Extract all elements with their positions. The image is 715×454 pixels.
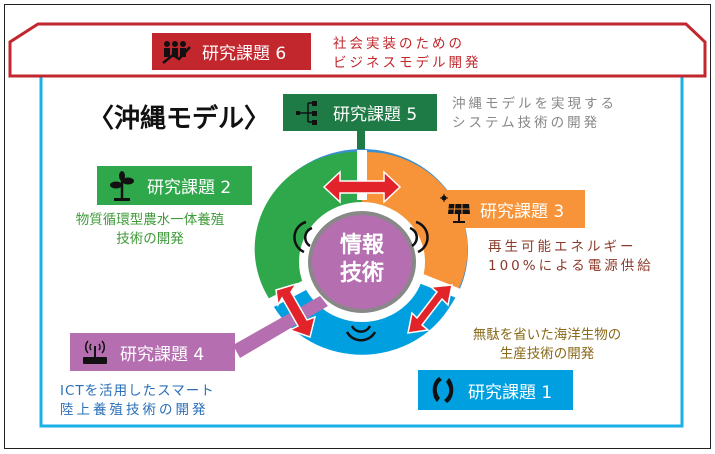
topic4-desc-line1: ICTを活用したスマート: [60, 383, 215, 399]
wifi-router-icon: [78, 338, 112, 366]
topic3-desc-line2: 100%による電源供給: [488, 258, 654, 274]
topic6-box[interactable]: 研究課題 6: [152, 33, 311, 70]
center-line2: 技術: [339, 261, 384, 286]
topic5-description: 沖縄モデルを実現する システム技術の開発: [452, 95, 617, 133]
people-growth-icon: [160, 39, 194, 65]
center-label: 情報 技術: [322, 232, 402, 288]
signal-icons: [293, 220, 429, 342]
topic6-desc-line2: ビジネスモデル開発: [333, 55, 482, 71]
topic4-desc-line2: 陸上養殖技術の開発: [60, 402, 209, 418]
page-title: 〈沖縄モデル〉: [88, 104, 271, 134]
topic2-description: 物質循環型農水一体養殖 技術の開発: [60, 211, 240, 249]
topic2-desc-line1: 物質循環型農水一体養殖: [75, 212, 225, 228]
topic5-label: 研究課題 5: [333, 105, 418, 125]
topic3-description: 再生可能エネルギー 100%による電源供給: [488, 238, 654, 276]
plant-icon: [105, 170, 139, 201]
topic4-box[interactable]: 研究課題 4: [70, 333, 235, 371]
topic2-label: 研究課題 2: [147, 178, 232, 198]
center-line1: 情報: [339, 233, 384, 258]
arrow-green-orange: [322, 170, 402, 204]
arrow-orange-blue: [407, 284, 453, 334]
topic1-box[interactable]: 研究課題 1: [418, 370, 573, 410]
topic6-label: 研究課題 6: [202, 44, 287, 64]
topic1-desc-line2: 生産技術の開発: [499, 346, 595, 362]
topic6-desc-line1: 社会実装のための: [333, 36, 465, 52]
topic3-desc-line1: 再生可能エネルギー: [488, 239, 637, 255]
topic2-box[interactable]: 研究課題 2: [97, 166, 252, 205]
topic4-description: ICTを活用したスマート 陸上養殖技術の開発: [60, 382, 215, 420]
topic3-label: 研究課題 3: [480, 201, 565, 222]
topic3-box[interactable]: 研究課題 3: [430, 190, 585, 228]
fish-cycle-icon: [426, 374, 460, 406]
topic5-connector: [357, 131, 365, 156]
topic5-box[interactable]: 研究課題 5: [283, 94, 437, 131]
topic6-description: 社会実装のための ビジネスモデル開発: [333, 35, 482, 73]
center-circle: [308, 211, 416, 313]
outer-frame: [4, 4, 711, 449]
topic4-connector: [233, 296, 328, 358]
topic1-description: 無駄を省いた海洋生物の 生産技術の開発: [462, 326, 632, 364]
topic5-desc-line1: 沖縄モデルを実現する: [452, 96, 617, 112]
topic2-desc-line2: 技術の開発: [116, 231, 184, 247]
topic1-label: 研究課題 1: [468, 382, 553, 403]
topic1-desc-line1: 無駄を省いた海洋生物の: [472, 327, 622, 343]
topic4-label: 研究課題 4: [120, 344, 205, 365]
network-tree-icon: [291, 100, 325, 126]
topic5-desc-line2: システム技術の開発: [452, 115, 601, 131]
arrow-green-blue: [275, 282, 317, 338]
solar-panel-icon: [438, 194, 472, 224]
